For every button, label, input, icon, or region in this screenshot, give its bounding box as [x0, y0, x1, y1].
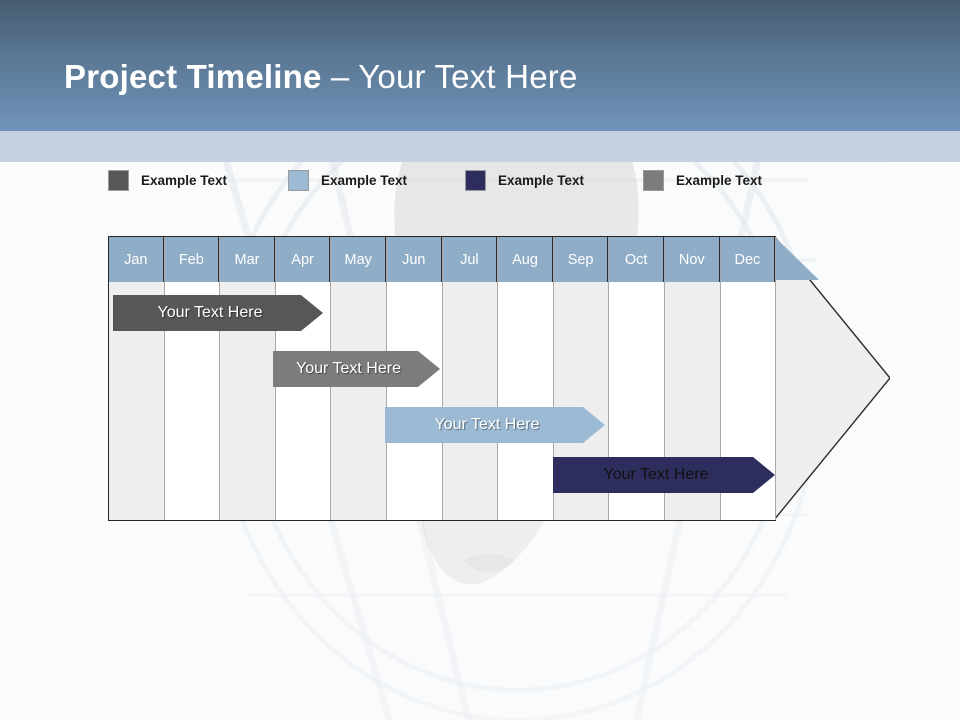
legend-swatch-icon [643, 170, 664, 191]
timeline-column-aug: Aug [498, 237, 554, 520]
timeline-column-jan: Jan [109, 237, 165, 520]
title-banner [0, 0, 960, 131]
page-title-rest: – Your Text Here [321, 58, 578, 95]
legend-item-2[interactable]: Example Text [288, 170, 407, 191]
month-header-dec: Dec [720, 237, 776, 282]
title-banner-strip [0, 131, 960, 162]
task-bar-label: Your Text Here [603, 466, 709, 483]
task-bar-label: Your Text Here [157, 304, 263, 321]
legend-swatch-icon [108, 170, 129, 191]
month-header-may: May [331, 237, 386, 282]
task-bar-label: Your Text Here [296, 360, 401, 377]
month-header-oct: Oct [609, 237, 664, 282]
timeline-column-mar: Mar [220, 237, 276, 520]
month-header-aug: Aug [498, 237, 553, 282]
task-bar-4[interactable]: Your Text Here [553, 457, 775, 493]
page-title-bold: Project Timeline [64, 58, 322, 95]
timeline-chart: Jan Feb Mar Apr May Jun Jul Aug [108, 236, 890, 526]
task-bar-3[interactable]: Your Text Here [385, 407, 605, 443]
timeline-column-feb: Feb [164, 237, 221, 520]
page-title: Project Timeline – Your Text Here [64, 58, 578, 96]
month-header-nov: Nov [665, 237, 720, 282]
legend-swatch-icon [465, 170, 486, 191]
legend-label: Example Text [498, 173, 585, 188]
legend-label: Example Text [676, 173, 763, 188]
task-bar-label: Your Text Here [434, 416, 540, 433]
task-bar-1[interactable]: Your Text Here [113, 295, 323, 331]
month-header-mar: Mar [220, 237, 275, 282]
month-header-jan: Jan [109, 237, 164, 282]
legend-label: Example Text [321, 173, 408, 188]
month-header-sep: Sep [553, 237, 609, 282]
month-header-jul: Jul [442, 237, 498, 282]
task-bar-2[interactable]: Your Text Here [273, 351, 440, 387]
legend-swatch-icon [288, 170, 309, 191]
timeline-column-jul: Jul [442, 237, 499, 520]
month-header-jun: Jun [387, 237, 442, 282]
legend-item-4[interactable]: Example Text [643, 170, 762, 191]
timeline-arrow-head [774, 236, 890, 521]
month-header-apr: Apr [275, 237, 331, 282]
legend-item-1[interactable]: Example Text [108, 170, 227, 191]
legend: Example Text Example Text Example Text E… [108, 170, 808, 194]
month-header-feb: Feb [164, 237, 220, 282]
legend-label: Example Text [141, 173, 228, 188]
legend-item-3[interactable]: Example Text [465, 170, 584, 191]
